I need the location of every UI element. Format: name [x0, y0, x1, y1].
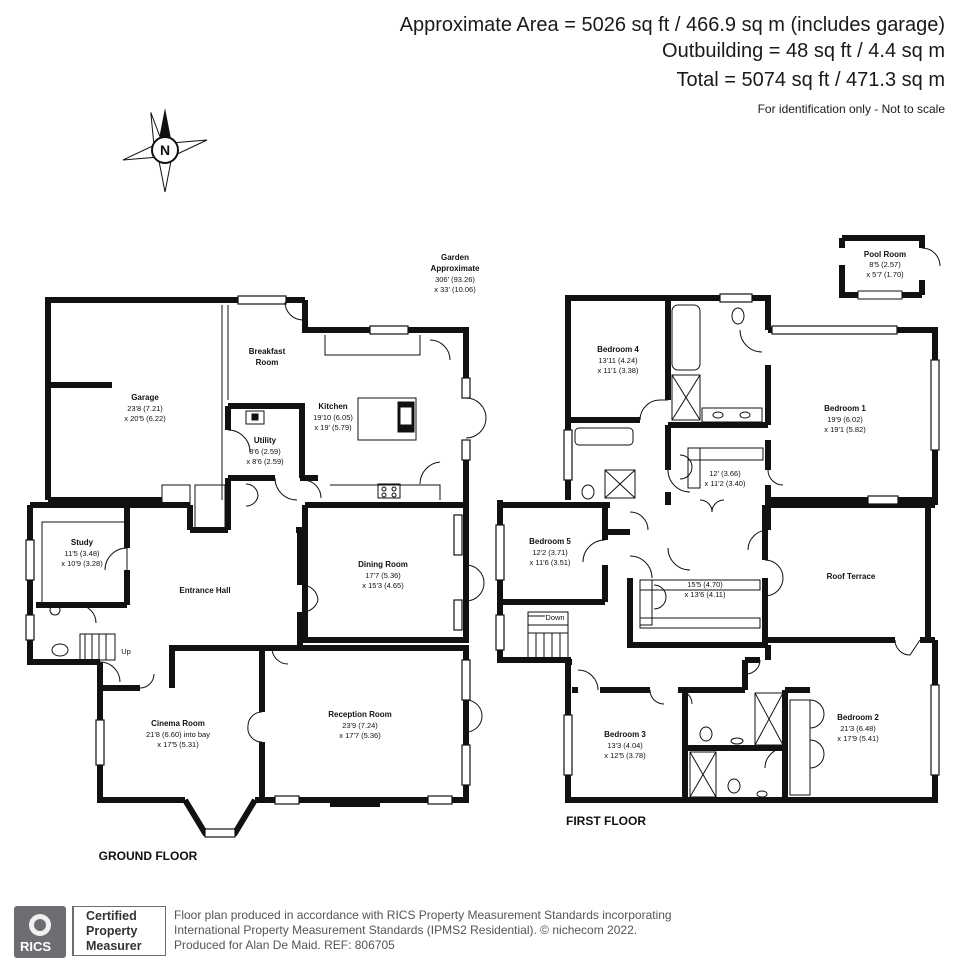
first-floor-windows [495, 293, 940, 776]
bedroom4-dim1: 13'11 (4.24) [598, 356, 638, 365]
rics-logo-text: RICS [20, 939, 52, 954]
first-floor-label: FIRST FLOOR [566, 814, 646, 828]
cinema-name: Cinema Room [151, 719, 205, 728]
dining-name: Dining Room [358, 560, 408, 569]
first-floor-fixtures [527, 304, 921, 798]
scale-note: For identification only - Not to scale [757, 102, 945, 116]
bedroom5-dim2: x 11'6 (3.51) [530, 558, 571, 567]
ground-floor-windows [25, 295, 471, 838]
cert-line-3: Measurer [86, 939, 142, 953]
study-name: Study [71, 538, 94, 547]
bedroom1-dim2: x 19'1 (5.82) [824, 425, 866, 434]
first-floor-labels: Bedroom 4 13'11 (4.24) x 11'1 (3.38) Bed… [529, 345, 879, 828]
garden-name2: Approximate [431, 264, 480, 273]
compass-icon: N [122, 108, 208, 193]
entrance-hall-name: Entrance Hall [179, 586, 230, 595]
cert-line-2: Property [86, 924, 138, 938]
bedroom2-dim1: 21'3 (6.48) [840, 724, 876, 733]
reception-dim1: 23'9 (7.24) [342, 721, 378, 730]
compass-label: N [160, 142, 170, 158]
reception-name: Reception Room [328, 710, 392, 719]
outbuilding-area-text: Outbuilding = 48 sq ft / 4.4 sq m [662, 40, 945, 62]
pool-room-label: Pool Room 8'5 (2.57) x 5'7 (1.70) [864, 250, 906, 279]
kitchen-name: Kitchen [318, 402, 347, 411]
bedroom2-dim2: x 17'9 (5.41) [837, 734, 879, 743]
bedroom3-dim2: x 12'5 (3.78) [604, 751, 646, 760]
bedroom1-dim1: 19'9 (6.02) [827, 415, 863, 424]
breakfast-name2: Room [256, 358, 279, 367]
garage-name: Garage [131, 393, 159, 402]
total-area-text: Total = 5074 sq ft / 471.3 sq m [676, 69, 946, 91]
certified-measurer-box: Certified Property Measurer [72, 906, 166, 956]
approximate-area-text: Approximate Area = 5026 sq ft / 466.9 sq… [399, 14, 945, 36]
kitchen-dim1: 19'10 (6.05) [313, 413, 353, 422]
bedroom2-name: Bedroom 2 [837, 713, 879, 722]
pool-room-dim1: 8'5 (2.57) [869, 260, 901, 269]
utility-name: Utility [254, 436, 277, 445]
roof-terrace-name: Roof Terrace [827, 572, 876, 581]
garden-dim2: x 33' (10.06) [434, 285, 476, 294]
footer-line-1: Floor plan produced in accordance with R… [174, 908, 672, 922]
first-stairs-label: Down [545, 613, 564, 622]
pool-room-fixtures [857, 247, 941, 300]
bedroom5-name: Bedroom 5 [529, 537, 571, 546]
pool-room-name: Pool Room [864, 250, 906, 259]
utility-dim1: 8'6 (2.59) [249, 447, 281, 456]
landing-dim2: x 13'6 (4.11) [685, 590, 726, 599]
garden-label: Garden Approximate 306' (93.26) x 33' (1… [431, 253, 480, 294]
ground-stairs-label: Up [121, 647, 131, 656]
rics-logo-icon: RICS [14, 906, 66, 958]
utility-dim2: x 8'6 (2.59) [246, 457, 284, 466]
cinema-dim1: 21'8 (6.60) into bay [146, 730, 210, 739]
bedroom4-dim2: x 11'1 (3.38) [598, 366, 639, 375]
garage-dim1: 23'8 (7.21) [127, 404, 163, 413]
ground-floor-label: GROUND FLOOR [99, 849, 198, 863]
garden-dim1: 306' (93.26) [435, 275, 475, 284]
bedroom3-name: Bedroom 3 [604, 730, 646, 739]
cert-line-1: Certified [86, 909, 137, 923]
rics-badge: RICS Certified Property Measurer [14, 906, 166, 958]
garden-name: Garden [441, 253, 469, 262]
ground-floor-fixtures [41, 301, 487, 743]
dressing-dim1: 12' (3.66) [709, 469, 741, 478]
kitchen-dim2: x 19' (5.79) [314, 423, 352, 432]
footer-line-2: International Property Measurement Stand… [174, 923, 638, 937]
bedroom4-name: Bedroom 4 [597, 345, 639, 354]
ground-floor-labels: Garage 23'8 (7.21) x 20'5 (6.22) Breakfa… [61, 347, 408, 863]
bedroom3-dim1: 13'3 (4.04) [607, 741, 643, 750]
dining-dim1: 17'7 (5.36) [365, 571, 401, 580]
study-dim2: x 10'9 (3.28) [61, 559, 103, 568]
dining-dim2: x 15'3 (4.65) [362, 581, 404, 590]
study-dim1: 11'5 (3.48) [64, 549, 100, 558]
reception-dim2: x 17'7 (5.36) [339, 731, 381, 740]
footer-line-3: Produced for Alan De Maid. REF: 806705 [174, 938, 395, 952]
bedroom1-name: Bedroom 1 [824, 404, 866, 413]
garage-dim2: x 20'5 (6.22) [124, 414, 166, 423]
pool-room-dim2: x 5'7 (1.70) [866, 270, 904, 279]
cinema-dim2: x 17'5 (5.31) [157, 740, 199, 749]
bedroom5-dim1: 12'2 (3.71) [532, 548, 568, 557]
landing-dim1: 15'5 (4.70) [687, 580, 723, 589]
breakfast-name: Breakfast [249, 347, 286, 356]
dressing-dim2: x 11'2 (3.40) [705, 479, 746, 488]
